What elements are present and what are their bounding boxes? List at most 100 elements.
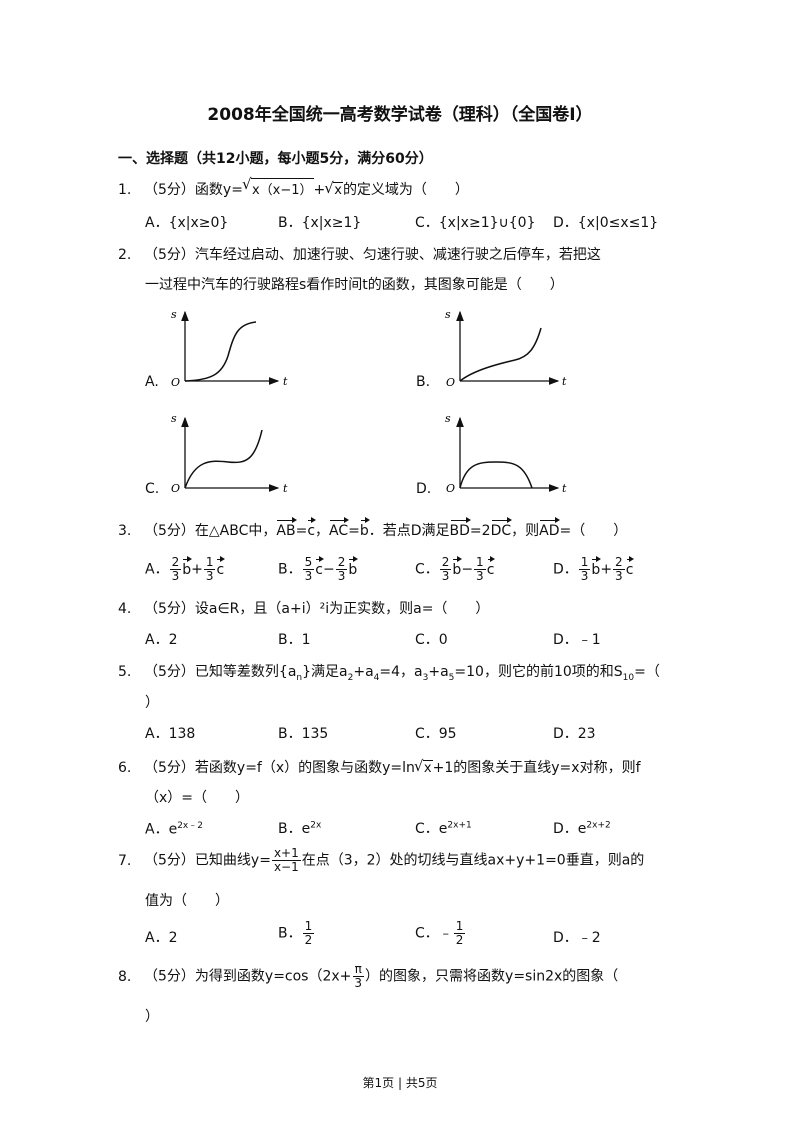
subscript: n: [296, 672, 303, 683]
question-text: +a: [353, 664, 374, 680]
denominator: x−1: [273, 860, 299, 874]
denominator: 3: [441, 569, 450, 583]
axis-label-s: s: [171, 412, 177, 425]
numerator: 2: [169, 555, 182, 570]
sqrt-expression: x（x−1）: [242, 175, 314, 198]
numerator: 5: [302, 555, 315, 570]
q1-option-c[interactable]: C．{x|x≥1}∪{0}: [415, 215, 536, 231]
graph-c[interactable]: [181, 416, 280, 492]
option-label: B．: [278, 925, 302, 942]
numerator: 1: [474, 555, 486, 570]
curve: [184, 321, 257, 382]
denominator: 3: [615, 569, 623, 583]
question-text: （5分）在△ABC中，: [144, 523, 277, 539]
numerator: x+1: [271, 846, 301, 861]
subscript: 10: [622, 672, 635, 683]
sqrt-expression: x: [325, 179, 343, 198]
subscript: 4: [373, 672, 380, 683]
q4-option-a[interactable]: A．2: [145, 632, 178, 648]
vector: c: [625, 555, 635, 578]
q1-option-d[interactable]: D．{x|0≤x≤1}: [553, 215, 659, 231]
q1-option-b[interactable]: B．{x|x≥1}: [278, 215, 362, 231]
question-text: （5分）若函数y=f（x）的图象与函数y=ln: [144, 760, 415, 776]
vector-dc: DC: [490, 517, 512, 539]
q7-option-a[interactable]: A．2: [145, 930, 178, 946]
question-6-line-2: （x）=（ ）: [145, 790, 250, 806]
sqrt-expression: x: [414, 757, 433, 776]
q5-option-c[interactable]: C．95: [415, 726, 457, 742]
origin-label: O: [171, 482, 180, 495]
subscript: 5: [448, 672, 455, 683]
question-number: 4.: [118, 601, 132, 617]
numerator: 1: [453, 919, 466, 934]
option-label: C．﹣: [415, 925, 453, 942]
q6-option-a[interactable]: A．e2x﹣2: [145, 818, 203, 839]
axis-label-t: t: [283, 375, 288, 388]
vector: c: [216, 555, 225, 578]
q4-option-d[interactable]: D．﹣1: [553, 632, 601, 648]
option-label: C．: [415, 561, 439, 578]
q5-option-d[interactable]: D．23: [553, 726, 596, 742]
graph-label-b[interactable]: B.: [416, 374, 431, 390]
question-2-line-2: 一过程中汽车的行驶路程s看作时间t的函数，其图象可能是（ ）: [145, 277, 564, 293]
q7-option-d[interactable]: D．﹣2: [553, 930, 601, 946]
denominator: 2: [304, 933, 313, 947]
q6-option-c[interactable]: C．e2x+1: [415, 818, 472, 838]
question-text: ，则: [511, 523, 540, 539]
q6-option-d[interactable]: D．e2x+2: [553, 818, 611, 838]
question-6: 6.（5分）若函数y=f（x）的图象与函数y=lnx+1的图象关于直线y=x对称…: [118, 757, 641, 777]
question-7-line-2: 值为（ ）: [145, 893, 229, 909]
denominator: 3: [205, 569, 214, 583]
graph-label-c[interactable]: C.: [145, 481, 160, 497]
option-label: A．: [145, 561, 169, 578]
vector: b: [591, 555, 602, 578]
question-text: （5分）已知等差数列{a: [144, 664, 297, 680]
question-text: ．若点D满足: [368, 523, 450, 539]
graph-label-d[interactable]: D.: [416, 481, 432, 497]
q5-option-a[interactable]: A．138: [145, 726, 196, 742]
separator: ，: [315, 523, 330, 539]
equals: =: [348, 523, 360, 539]
question-number: 1.: [118, 182, 132, 198]
denominator: 3: [354, 976, 363, 990]
q5-option-b[interactable]: B．135: [278, 726, 329, 742]
question-text: =10，则它的前10项的和S: [454, 664, 623, 680]
question-3: 3.（5分）在△ABC中，AB=c，AC=b．若点D满足BD=2DC，则AD=（…: [118, 517, 627, 540]
axis-label-s: s: [445, 308, 451, 321]
curve: [184, 429, 263, 489]
vector-bd: BD: [449, 517, 472, 539]
q4-option-b[interactable]: B．1: [278, 632, 311, 648]
graph-d[interactable]: [456, 416, 560, 492]
numerator: 1: [203, 555, 216, 570]
graph-b[interactable]: [456, 310, 560, 385]
question-8-line-2: ）: [145, 1009, 159, 1025]
q6-option-b[interactable]: B．e2x: [278, 818, 321, 838]
q4-option-c[interactable]: C．0: [415, 632, 448, 648]
graph-label-a[interactable]: A.: [145, 374, 159, 390]
denominator: 3: [304, 569, 313, 583]
vector: c: [315, 555, 324, 578]
vector-c: c: [307, 517, 316, 539]
exponent: 2x﹣2: [177, 821, 203, 831]
q1-option-a[interactable]: A．{x|x≥0}: [145, 215, 229, 231]
graph-a[interactable]: [181, 310, 280, 385]
denominator: 3: [171, 569, 180, 583]
numerator: 2: [613, 555, 625, 570]
page-footer: 第1页 | 共5页: [362, 1076, 438, 1090]
vector: c: [486, 555, 496, 578]
question-text: 的定义域为（ ）: [342, 182, 469, 198]
axis-label-s: s: [171, 308, 177, 321]
